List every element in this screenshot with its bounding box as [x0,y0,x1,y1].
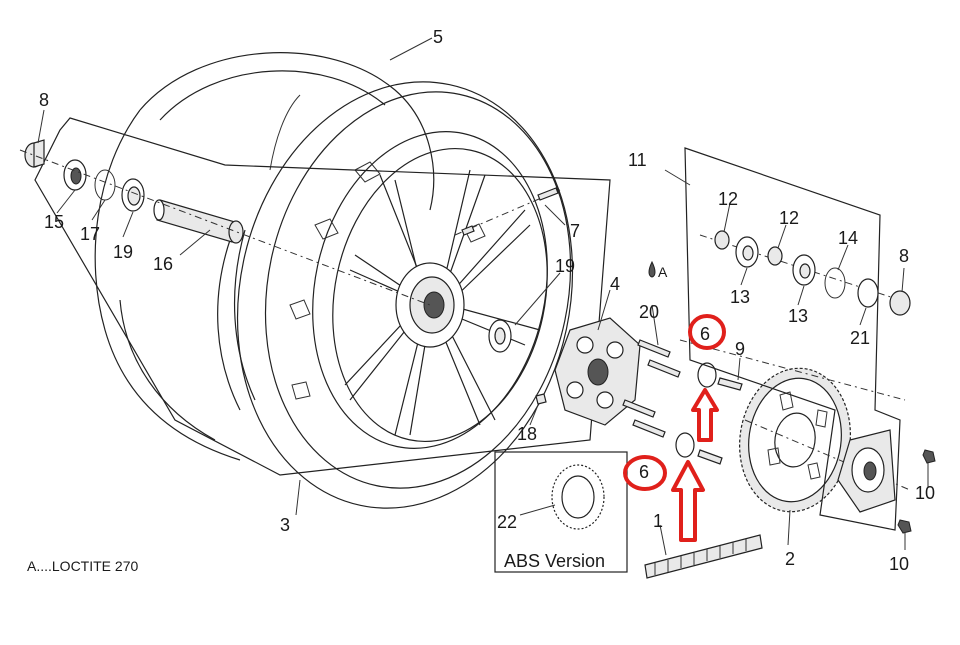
left-axle-group [19,139,431,306]
callout-8-right: 8 [899,246,909,266]
highlight-arrow-top [691,388,719,442]
highlight-circle-6-top [688,314,726,350]
highlight-circle-6-bottom [623,455,667,491]
callout-10-top: 10 [915,483,935,503]
seal-21 [857,278,879,308]
highlight-arrow-bottom [671,460,705,542]
nut-10-bottom [897,519,912,534]
callout-22: 22 [497,512,517,532]
callout-labels: 5 8 15 17 19 16 7 19 4 11 A 20 12 12 13 … [39,27,935,574]
spacer-12-a [714,230,730,250]
callout-6-top: 6 [700,324,710,344]
cush-drive-hub-4 [554,317,641,426]
callout-16: 16 [153,254,173,274]
tire [94,52,435,461]
callout-12-a: 12 [718,189,738,209]
loctite-note: A....LOCTITE 270 [27,558,138,574]
spacer-6-bottom [675,432,695,458]
callout-1: 1 [653,511,663,531]
circlip-14 [824,267,846,299]
abs-version-box: ABS Version [494,451,628,573]
callout-10-bottom: 10 [889,554,909,574]
sprocket-flange-group [679,147,936,534]
callout-15: 15 [44,212,64,232]
loctite-drop-icon [648,260,656,278]
stud-9-bottom [697,449,723,465]
spacer-12-b [767,246,783,266]
callout-6-bottom: 6 [639,462,649,482]
callout-5: 5 [433,27,443,47]
bolt-7 [537,187,559,201]
callout-13-a: 13 [730,287,750,307]
callout-20: 20 [639,302,659,322]
callout-11: 11 [628,150,647,170]
callout-3: 3 [280,515,290,535]
callout-4: 4 [610,274,620,294]
callout-19-left: 19 [113,242,133,262]
callout-18: 18 [517,424,537,444]
bolts-20 [622,339,681,438]
callout-8-left: 8 [39,90,49,110]
chain-1 [644,534,763,579]
callout-9: 9 [735,339,745,359]
dowel-18 [535,393,547,405]
callout-12-b: 12 [779,208,799,228]
spacer-6-top [697,362,717,388]
wheel-frame-outline [34,117,611,476]
abs-version-label: ABS Version [504,551,605,571]
callout-2: 2 [785,549,795,569]
red-annotations [623,314,726,542]
callout-21: 21 [850,328,870,348]
leader-lines [37,37,929,556]
callout-19-right: 19 [555,256,575,276]
callout-13-b: 13 [788,306,808,326]
callout-7: 7 [570,221,580,241]
callout-14: 14 [838,228,858,248]
wheel-rim [236,81,574,509]
callout-17: 17 [80,224,100,244]
sprocket-2 [739,367,851,513]
callout-20-mark: A [658,264,668,280]
spacer-8-right [889,290,911,316]
nut-10-top [922,449,936,464]
stud-9-top [717,377,743,391]
